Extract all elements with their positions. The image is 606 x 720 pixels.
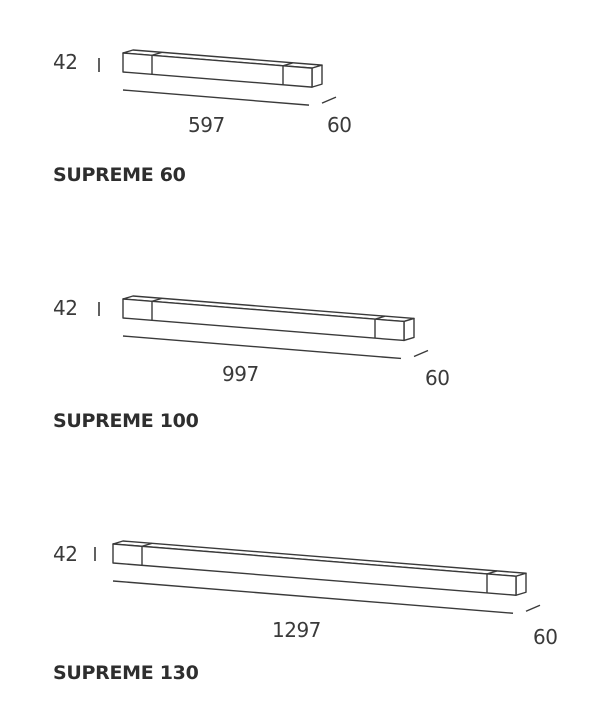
drawing-supreme-100 xyxy=(98,295,429,360)
length-dimension-line xyxy=(122,335,402,360)
end-cap-line xyxy=(151,51,163,56)
drawing-supreme-130 xyxy=(94,540,541,614)
length-dimension-line xyxy=(112,580,514,614)
length-label: 597 xyxy=(188,113,225,137)
front-face xyxy=(122,52,313,88)
product-name: SUPREME 100 xyxy=(53,410,199,432)
side-face xyxy=(403,317,415,342)
side-face xyxy=(311,64,323,88)
height-label: 42 xyxy=(53,296,78,320)
depth-label: 60 xyxy=(327,113,352,137)
length-label: 1297 xyxy=(272,618,321,642)
depth-dimension-line xyxy=(525,604,541,612)
depth-dimension-line xyxy=(321,96,337,104)
height-label: 42 xyxy=(53,50,78,74)
product-name: SUPREME 130 xyxy=(53,662,199,684)
length-label: 997 xyxy=(222,362,259,386)
end-cap-line xyxy=(282,62,294,67)
length-dimension-line xyxy=(122,89,310,106)
end-cap-line xyxy=(374,315,386,320)
front-face xyxy=(122,298,405,342)
end-cap-line xyxy=(486,570,498,575)
depth-label: 60 xyxy=(425,366,450,390)
end-cap-line xyxy=(151,297,163,302)
side-face xyxy=(515,572,527,596)
product-name: SUPREME 60 xyxy=(53,164,186,186)
end-cap-line xyxy=(141,542,153,547)
front-face xyxy=(112,543,517,596)
depth-label: 60 xyxy=(533,625,558,649)
height-label: 42 xyxy=(53,542,78,566)
depth-dimension-line xyxy=(413,349,429,358)
drawing-supreme-60 xyxy=(98,49,337,106)
